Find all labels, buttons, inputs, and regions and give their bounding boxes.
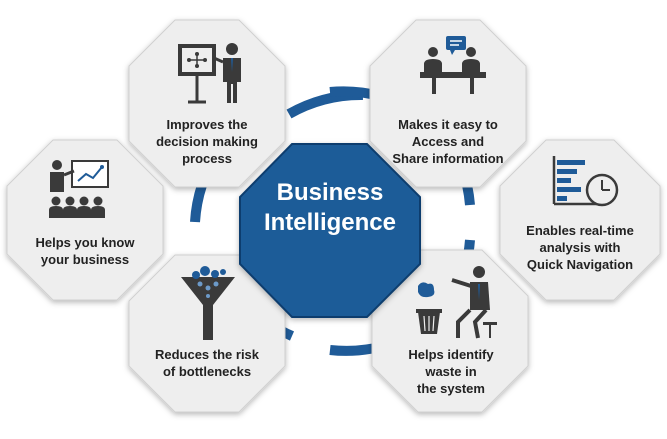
caption-know: Helps you know your business bbox=[18, 234, 152, 268]
caption-line: Helps identify bbox=[408, 347, 494, 362]
caption-line: Quick Navigation bbox=[526, 257, 634, 272]
caption-line: decision making bbox=[156, 134, 258, 149]
center-octagon bbox=[239, 143, 421, 318]
octagon-know bbox=[6, 139, 164, 301]
caption-share: Makes it easy to Access and Share inform… bbox=[380, 116, 516, 167]
chart-clock-icon bbox=[552, 156, 619, 207]
caption-line: analysis with bbox=[539, 240, 621, 255]
octagon-share bbox=[369, 19, 527, 188]
center-title-line: Business bbox=[276, 179, 384, 206]
caption-line: Enables real-time bbox=[526, 223, 634, 238]
presentation-audience-icon bbox=[49, 160, 109, 218]
ring-segment bbox=[286, 89, 364, 119]
caption-line: Improves the bbox=[166, 117, 248, 132]
caption-line: Share information bbox=[392, 151, 504, 166]
octagon-realtime bbox=[499, 139, 661, 301]
caption-waste: Helps identify waste in the system bbox=[384, 346, 518, 397]
caption-bottlenecks: Reduces the risk of bottlenecks bbox=[140, 346, 274, 380]
caption-line: process bbox=[182, 151, 232, 166]
person-trash-bin-icon bbox=[416, 266, 497, 339]
caption-line: waste in bbox=[425, 364, 477, 379]
caption-realtime: Enables real-time analysis with Quick Na… bbox=[508, 222, 652, 273]
caption-line: Makes it easy to bbox=[398, 117, 498, 132]
octagon-decision bbox=[128, 19, 286, 188]
funnel-icon bbox=[181, 266, 235, 340]
meeting-chat-icon bbox=[420, 36, 486, 94]
caption-line: Reduces the risk bbox=[154, 347, 260, 362]
caption-line: your business bbox=[40, 252, 130, 267]
center-title-line: Intelligence bbox=[263, 209, 397, 236]
caption-line: of bottlenecks bbox=[162, 364, 252, 379]
presenter-flipchart-icon bbox=[178, 43, 241, 104]
caption-decision: Improves the decision making process bbox=[140, 116, 274, 167]
octagon-waste bbox=[371, 249, 529, 413]
caption-line: Access and bbox=[411, 134, 485, 149]
caption-line: the system bbox=[417, 381, 485, 396]
center-title: Business Intelligence bbox=[248, 178, 412, 238]
caption-line: Helps you know bbox=[35, 235, 135, 250]
